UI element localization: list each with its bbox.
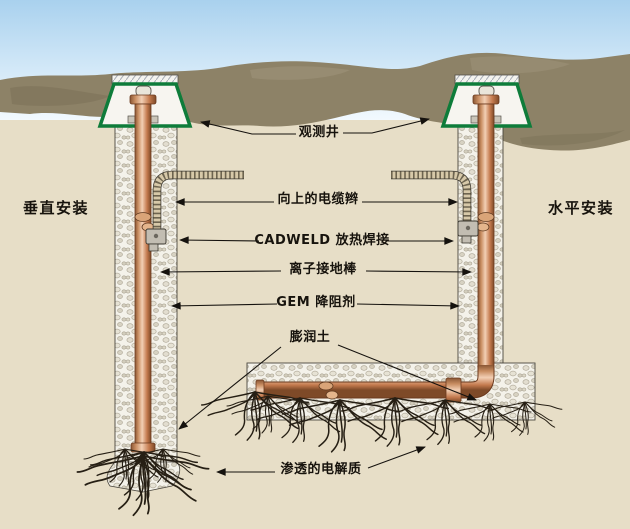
label-horizontal-installation: 水平安装: [547, 199, 615, 217]
left-ion-rod: [127, 85, 159, 453]
right-ion-rod-horizontal: [255, 85, 502, 403]
left-upward-cable: [152, 170, 244, 229]
arrow-gem-right: [356, 301, 460, 310]
label-vertical-installation: 垂直安装: [22, 199, 90, 217]
label-upward-cable: 向上的电缆辫: [277, 192, 359, 207]
arrow-ion-rod-left: [160, 268, 282, 276]
right-upward-cable: [391, 170, 472, 221]
arrow-observation-well-right: [343, 117, 430, 134]
arrow-bentonite-right: [337, 344, 477, 401]
label-cadweld-weld: CADWELD 放热焊接: [254, 233, 390, 248]
arrow-electrolyte-right: [367, 446, 426, 469]
label-ion-ground-rod: 离子接地棒: [289, 262, 357, 277]
right-cadweld-clamp: [457, 220, 479, 244]
arrow-gem-left: [171, 301, 278, 310]
label-gem-backfill: GEM 降阻剂: [276, 295, 356, 310]
callout-arrows: [160, 117, 477, 476]
label-electrolyte: 渗透的电解质: [280, 462, 362, 477]
label-observation-well: 观测井: [298, 125, 340, 140]
arrow-cadweld-left: [179, 236, 260, 244]
arrow-bentonite-left: [178, 346, 282, 430]
left-cadweld-clamp: [145, 228, 167, 252]
arrow-observation-well-left: [200, 120, 296, 135]
pipe-coupler: [445, 377, 462, 403]
label-bentonite: 膨润土: [289, 330, 331, 345]
arrow-ion-rod-right: [365, 268, 472, 276]
